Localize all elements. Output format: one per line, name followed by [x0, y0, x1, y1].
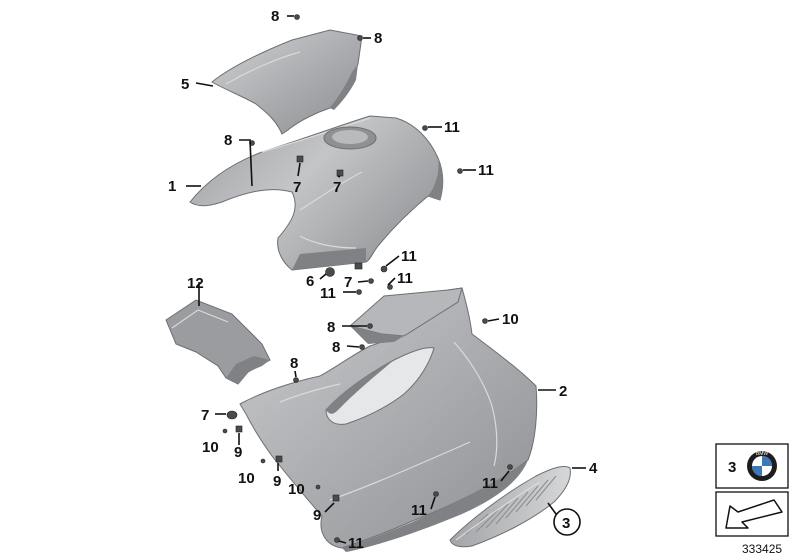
callout-9: 9 — [313, 507, 321, 524]
part-2-side-fairing — [239, 287, 538, 552]
callout-11: 11 — [320, 285, 336, 302]
callout-8: 8 — [332, 339, 340, 356]
callout-10: 10 — [238, 470, 255, 487]
callout-11: 11 — [444, 119, 460, 136]
legend-key-number: 3 — [728, 459, 736, 476]
svg-text:3: 3 — [562, 515, 570, 532]
callout-7: 7 — [333, 179, 341, 196]
callout-11: 11 — [411, 502, 427, 519]
callout-6: 6 — [306, 273, 314, 290]
callout-11: 11 — [478, 162, 494, 179]
part-4-grille — [449, 465, 571, 548]
legend-key-box: 3 BMW — [715, 443, 789, 489]
callout-8: 8 — [271, 8, 279, 25]
callout-11: 11 — [401, 248, 417, 265]
callout-2: 2 — [559, 383, 567, 400]
hardware-fasteners — [222, 14, 513, 543]
callout-7: 7 — [293, 179, 301, 196]
callout-11: 11 — [482, 475, 498, 492]
bmw-badge-icon: BMW — [747, 451, 777, 481]
callout-9: 9 — [273, 473, 281, 490]
callout-1: 1 — [168, 178, 176, 195]
callout-3-circled: 3 — [553, 508, 581, 536]
callout-10: 10 — [202, 439, 219, 456]
diagram-id: 333425 — [742, 542, 782, 556]
callout-7: 7 — [344, 274, 352, 291]
callout-11: 11 — [397, 270, 413, 287]
leader-lines — [186, 15, 586, 544]
callout-7: 7 — [201, 407, 209, 424]
part-5-inner-cover — [211, 29, 363, 135]
callout-5: 5 — [181, 76, 189, 93]
callout-12: 12 — [187, 275, 204, 292]
callout-10: 10 — [502, 311, 519, 328]
callout-8: 8 — [224, 132, 232, 149]
part-1-tank-cover — [189, 115, 444, 271]
callout-8: 8 — [327, 319, 335, 336]
callout-9: 9 — [234, 444, 242, 461]
callout-11: 11 — [348, 535, 364, 552]
callout-8: 8 — [290, 355, 298, 372]
callout-labels: 8 8 5 8 11 1 7 7 11 11 6 7 11 11 12 10 8… — [168, 8, 598, 552]
part-12-bracket — [165, 299, 271, 385]
callout-8: 8 — [374, 30, 382, 47]
legend-arrow-box — [715, 491, 789, 537]
svg-text:BMW: BMW — [756, 451, 769, 457]
wedge-arrow-icon — [725, 499, 783, 529]
callout-10: 10 — [288, 481, 305, 498]
callout-4: 4 — [589, 460, 598, 477]
